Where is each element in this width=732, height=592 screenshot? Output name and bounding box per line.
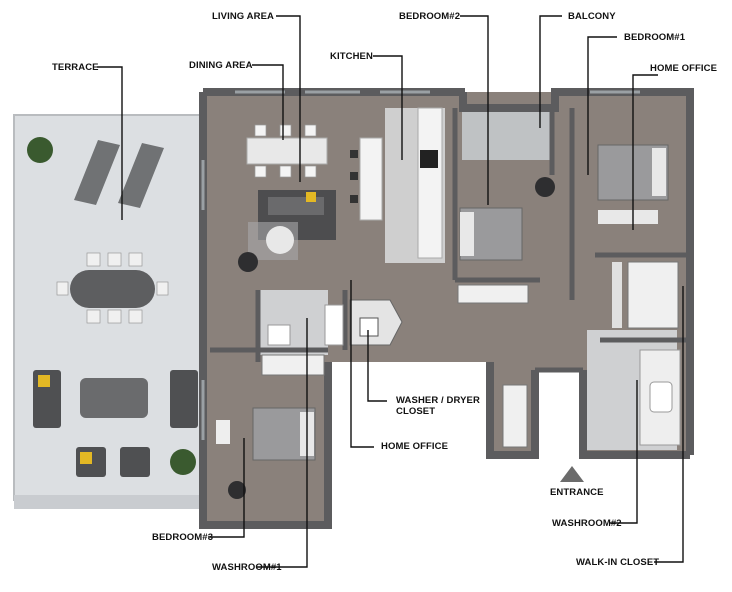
label-entrance: ENTRANCE: [550, 487, 604, 498]
label-kitchen: KITCHEN: [330, 51, 373, 62]
windows: [201, 90, 640, 440]
bathtub-icon: [639, 349, 681, 446]
label-dining-area: DINING AREA: [189, 60, 253, 71]
sofa-icon: [238, 190, 336, 272]
outdoor-lounge-icon: [33, 370, 198, 477]
bed-icon: [457, 177, 555, 304]
kitchen-island-icon: [350, 107, 443, 259]
plant-icon: [27, 137, 53, 163]
leader-lines: [97, 15, 684, 568]
dining-table-icon: [246, 124, 328, 178]
terrace-area: [13, 114, 205, 509]
label-terrace: TERRACE: [52, 62, 99, 73]
label-balcony: BALCONY: [568, 11, 616, 22]
closet-icon: [612, 261, 679, 329]
label-washroom2: WASHROOM#2: [552, 518, 622, 529]
terrace-dining-table-icon: [56, 252, 169, 324]
interior-walls: [210, 108, 690, 373]
label-washroom1: WASHROOM#1: [212, 562, 282, 573]
entrance-arrow-icon: [560, 466, 584, 482]
label-walkin-closet: WALK-IN CLOSET: [576, 557, 660, 568]
label-bedroom3: BEDROOM#3: [152, 532, 214, 543]
label-home-office-top: HOME OFFICE: [650, 63, 718, 74]
plant-icon: [170, 449, 196, 475]
closet-icon: [502, 384, 528, 448]
washroom-fixtures-icon: [261, 304, 344, 376]
label-bedroom2: BEDROOM#2: [399, 11, 461, 22]
label-home-office-bottom: HOME OFFICE: [381, 441, 449, 452]
label-washer-dryer-closet: WASHER / DRYER CLOSET: [396, 395, 480, 417]
sun-lounger-icon: [74, 140, 164, 208]
washer-dryer-icon: [349, 299, 403, 346]
label-bedroom1: BEDROOM#1: [624, 32, 686, 43]
label-living-area: LIVING AREA: [212, 11, 274, 22]
